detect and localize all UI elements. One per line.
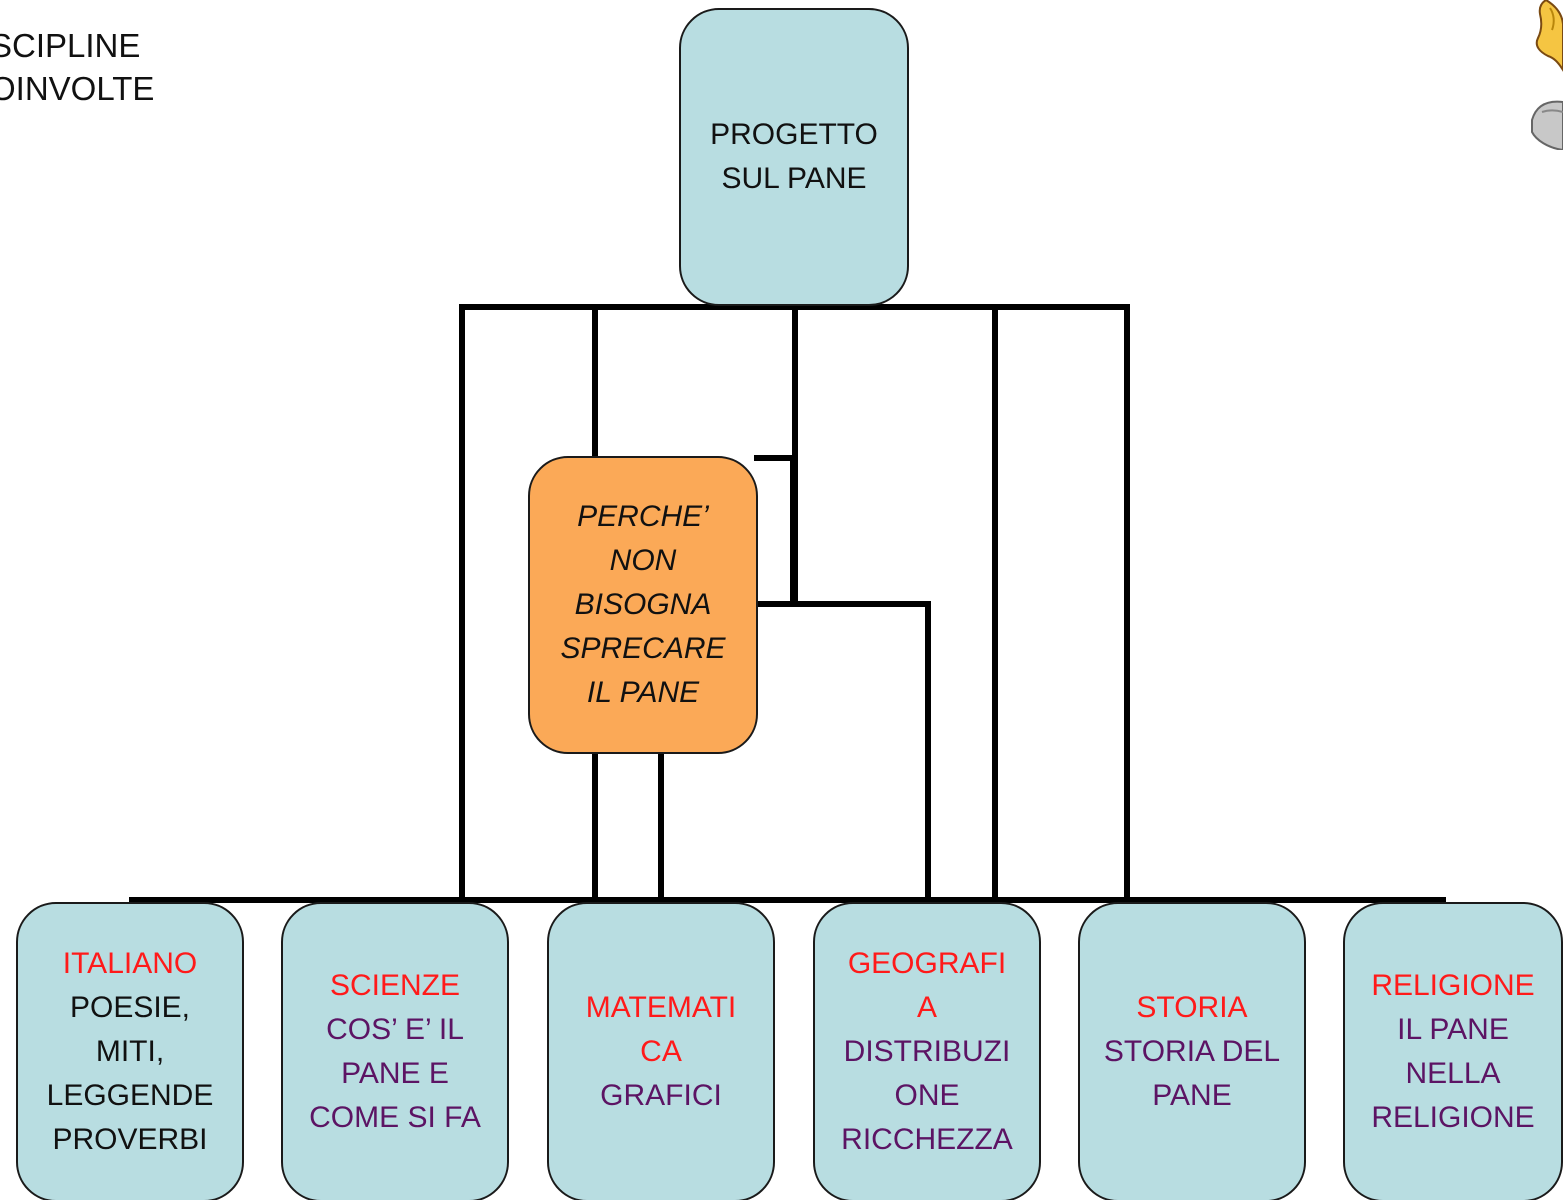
- slide-heading: SCIPLINE OINVOLTE: [0, 24, 154, 110]
- connector-side-loop: [754, 455, 796, 607]
- subject-detail: PROVERBI: [52, 1123, 208, 1156]
- center-label-line: SPRECARE: [560, 632, 726, 665]
- subject-detail: RELIGIONE: [1371, 1101, 1535, 1134]
- root-label-line: PROGETTO: [710, 118, 878, 151]
- subject-title: MATEMATI: [585, 991, 737, 1024]
- subject-detail: MITI,: [95, 1035, 165, 1068]
- subject-box-scienze: SCIENZE COS’ E’ IL PANE E COME SI FA: [281, 902, 509, 1200]
- subject-detail: COME SI FA: [309, 1101, 481, 1134]
- heading-line: OINVOLTE: [0, 70, 155, 107]
- root-box: PROGETTO SUL PANE: [679, 8, 909, 306]
- center-label-line: IL PANE: [586, 676, 700, 709]
- subject-detail: RICCHEZZA: [841, 1123, 1013, 1156]
- subject-detail: PANE E: [341, 1057, 449, 1090]
- subject-box-matematica: MATEMATI CA GRAFICI: [547, 902, 775, 1200]
- root-label-line: SUL PANE: [721, 162, 867, 195]
- subject-box-storia: STORIA STORIA DEL PANE: [1078, 902, 1306, 1200]
- subject-detail: LEGGENDE: [46, 1079, 214, 1112]
- subject-detail: ONE: [894, 1079, 960, 1112]
- subject-title: GEOGRAFI: [847, 947, 1007, 980]
- subject-detail: PANE: [1152, 1079, 1232, 1112]
- subject-title: SCIENZE: [329, 969, 461, 1002]
- subject-detail: GRAFICI: [600, 1079, 722, 1112]
- heading-line: SCIPLINE: [0, 27, 141, 64]
- subject-detail: IL PANE: [1397, 1013, 1509, 1046]
- connector-geography-branch: [754, 601, 931, 903]
- center-box: PERCHE’ NON BISOGNA SPRECARE IL PANE: [528, 456, 758, 754]
- subject-detail: NELLA: [1405, 1057, 1501, 1090]
- subject-detail: COS’ E’ IL: [326, 1013, 464, 1046]
- subject-detail: STORIA DEL: [1103, 1035, 1281, 1068]
- center-label-line: NON: [609, 544, 677, 577]
- subject-title: STORIA: [1136, 991, 1248, 1024]
- subject-title: RELIGIONE: [1371, 969, 1535, 1002]
- subject-box-religione: RELIGIONE IL PANE NELLA RELIGIONE: [1343, 902, 1563, 1200]
- subject-title: A: [916, 991, 937, 1024]
- subject-detail: POESIE,: [69, 991, 191, 1024]
- center-label-line: PERCHE’: [577, 500, 709, 533]
- subject-detail: DISTRIBUZI: [843, 1035, 1011, 1068]
- subject-title: ITALIANO: [62, 947, 198, 980]
- cartoon-mascot-icon: [1531, 0, 1563, 150]
- subject-box-italiano: ITALIANO POESIE, MITI, LEGGENDE PROVERBI: [16, 902, 244, 1200]
- subject-box-geografia: GEOGRAFI A DISTRIBUZI ONE RICCHEZZA: [813, 902, 1041, 1200]
- center-label-line: BISOGNA: [574, 588, 712, 621]
- subject-title: CA: [640, 1035, 682, 1068]
